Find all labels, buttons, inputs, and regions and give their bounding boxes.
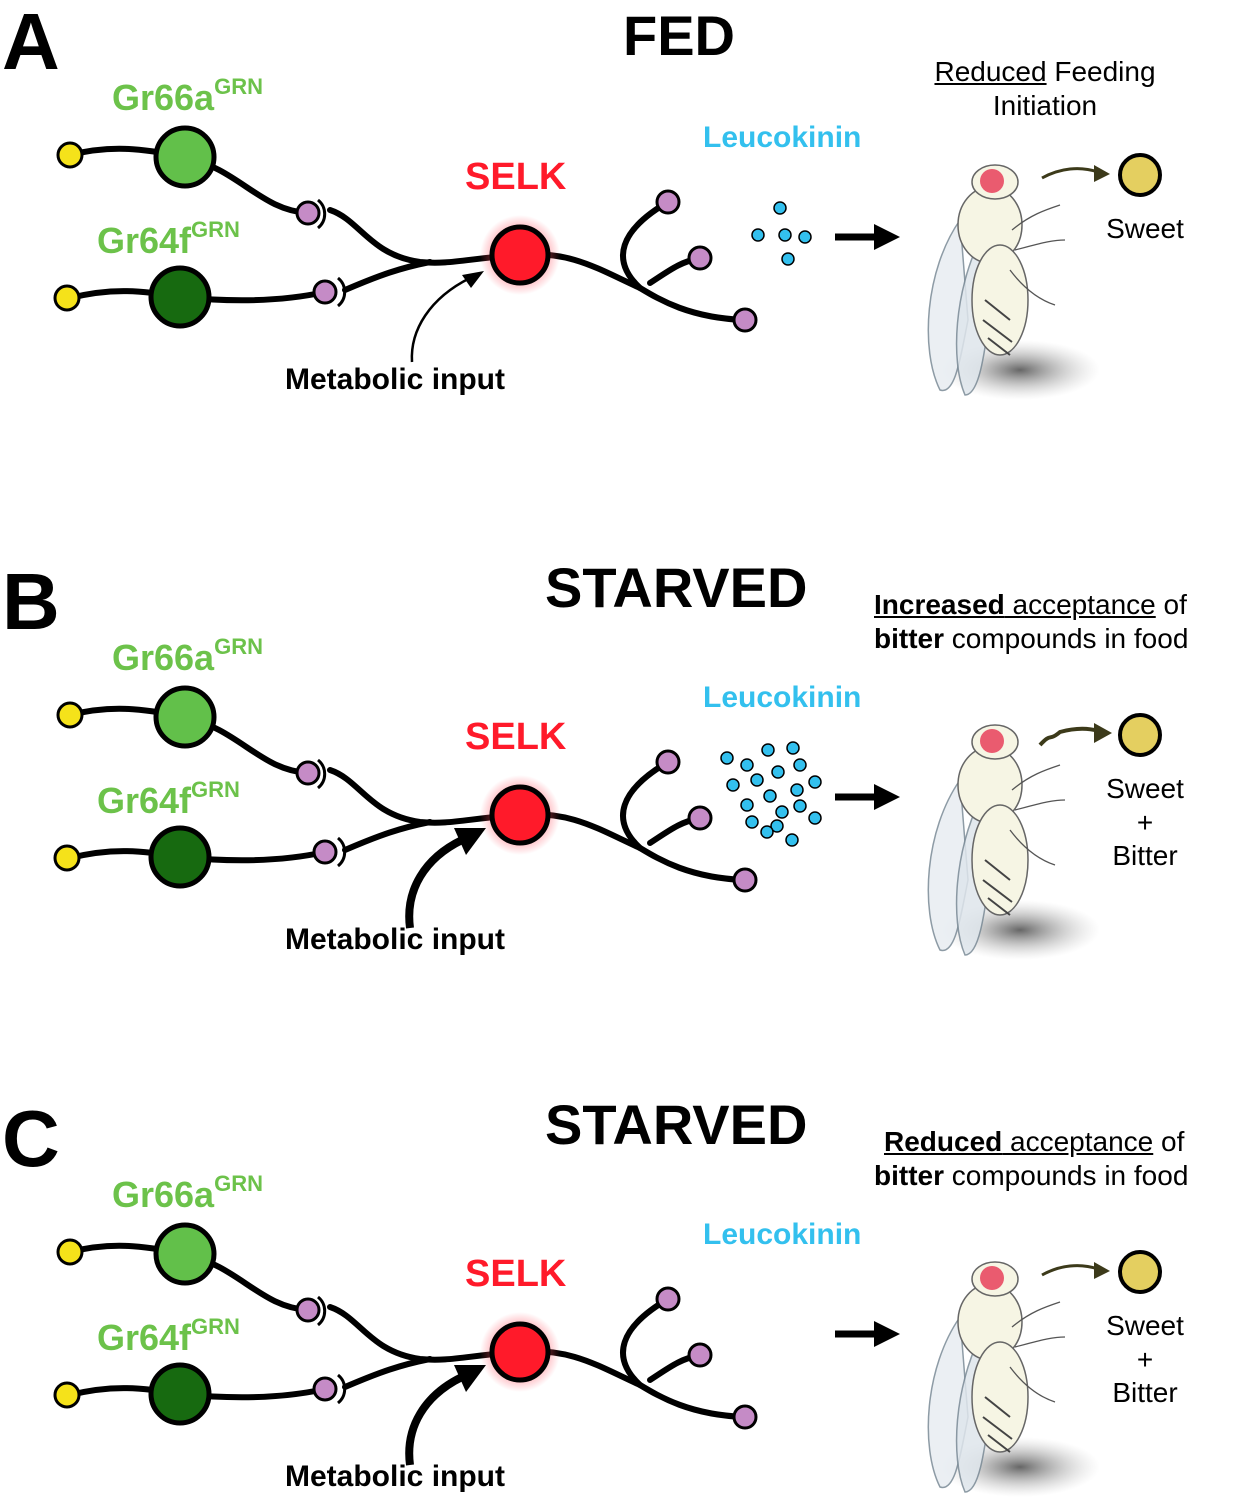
leucokinin-label: Leucokinin xyxy=(703,681,862,714)
food-drop xyxy=(1118,713,1162,757)
panel-c: C STARVED Gr66aGRN Gr64fGRN SELK Leucoki… xyxy=(0,1097,1242,1500)
fly-illustration xyxy=(927,723,1112,960)
metabolic-input-label: Metabolic input xyxy=(285,923,505,956)
selk-terminal xyxy=(732,1404,758,1430)
gr66a-neuron xyxy=(153,125,217,189)
selk-neuron xyxy=(489,224,551,286)
metabolic-arrow xyxy=(405,1373,464,1466)
selk-terminal xyxy=(655,749,681,775)
dendrite-terminal-gr66a xyxy=(56,701,84,729)
output-arrowhead xyxy=(874,224,900,250)
fly-illustration xyxy=(927,164,1110,400)
selk-terminal xyxy=(655,189,681,215)
gr66a-axon-terminal xyxy=(295,760,321,786)
food-label: Sweet + Bitter xyxy=(1106,773,1184,872)
gr64f-axon-terminal xyxy=(312,839,338,865)
gr64f-label: Gr64fGRN xyxy=(97,1314,240,1358)
outcome-text: Increased acceptance of bitter compounds… xyxy=(874,589,1189,654)
state-title: STARVED xyxy=(545,1093,808,1156)
selk-terminal xyxy=(687,245,713,271)
selk-terminal xyxy=(732,307,758,333)
gr64f-neuron xyxy=(148,1362,212,1426)
dendrite-terminal-gr66a xyxy=(56,141,84,169)
selk-terminal xyxy=(687,805,713,831)
selk-terminal xyxy=(732,867,758,893)
dendrite-terminal-gr64f xyxy=(53,284,81,312)
gr64f-neuron xyxy=(148,265,212,329)
gr64f-label: Gr64fGRN xyxy=(97,777,240,821)
selk-neuron xyxy=(489,784,551,846)
leucokinin-label: Leucokinin xyxy=(703,121,862,154)
selk-terminal xyxy=(687,1342,713,1368)
outcome-text: Reduced acceptance of bitter compounds i… xyxy=(874,1126,1189,1191)
panel-a: A FED Gr66aGRN Gr64fGRN SELK Leucokinin … xyxy=(0,0,1242,420)
food-drop xyxy=(1118,1250,1162,1294)
food-label: Sweet + Bitter xyxy=(1106,1310,1184,1409)
dendrite-terminal-gr64f xyxy=(53,1381,81,1409)
gr66a-axon-terminal xyxy=(295,200,321,226)
synapse-arcs xyxy=(316,1295,347,1405)
gr64f-neuron xyxy=(148,825,212,889)
metabolic-input-label: Metabolic input xyxy=(285,363,505,396)
state-title: FED xyxy=(623,4,735,67)
gr64f-label: Gr64fGRN xyxy=(97,217,240,261)
gr66a-axon-terminal xyxy=(295,1297,321,1323)
gr66a-label: Gr66aGRN xyxy=(112,634,263,678)
gr66a-label: Gr66aGRN xyxy=(112,74,263,118)
panel-c-graphics xyxy=(53,1222,1162,1497)
gr64f-axon-terminal xyxy=(312,1376,338,1402)
outcome-text: Reduced Feeding Initiation xyxy=(934,56,1156,121)
panel-a-graphics xyxy=(53,125,1162,400)
selk-label: SELK xyxy=(465,156,567,198)
panel-letter: C xyxy=(2,1094,60,1183)
panel-b-graphics xyxy=(53,685,1162,960)
gr64f-axon-terminal xyxy=(312,279,338,305)
leucokinin-label: Leucokinin xyxy=(703,1218,862,1251)
synapse-arcs xyxy=(316,198,347,308)
metabolic-input-label: Metabolic input xyxy=(285,1460,505,1493)
output-arrowhead xyxy=(874,1321,900,1347)
dendrite-terminal-gr66a xyxy=(56,1238,84,1266)
food-drop xyxy=(1118,153,1162,197)
gr66a-label: Gr66aGRN xyxy=(112,1171,263,1215)
fly-illustration xyxy=(927,1261,1110,1497)
output-arrowhead xyxy=(874,784,900,810)
dendrite-terminal-gr64f xyxy=(53,844,81,872)
selk-terminal xyxy=(655,1286,681,1312)
state-title: STARVED xyxy=(545,556,808,619)
selk-label: SELK xyxy=(465,716,567,758)
selk-label: SELK xyxy=(465,1253,567,1295)
selk-neuron xyxy=(489,1321,551,1383)
food-label: Sweet xyxy=(1106,213,1184,244)
gr66a-neuron xyxy=(153,685,217,749)
leucokinin-dots xyxy=(751,201,812,266)
metabolic-arrowhead xyxy=(454,828,486,855)
leucokinin-dots xyxy=(720,741,822,847)
panel-b: B STARVED Gr66aGRN Gr64fGRN SELK Leucoki… xyxy=(0,560,1242,980)
panel-letter: A xyxy=(2,0,60,86)
panel-letter: B xyxy=(2,557,60,646)
metabolic-arrow xyxy=(410,276,471,363)
metabolic-arrowhead xyxy=(462,271,484,288)
gr66a-neuron xyxy=(153,1222,217,1286)
metabolic-arrowhead xyxy=(454,1365,486,1392)
synapse-arcs xyxy=(316,758,347,868)
metabolic-arrow xyxy=(405,836,464,929)
